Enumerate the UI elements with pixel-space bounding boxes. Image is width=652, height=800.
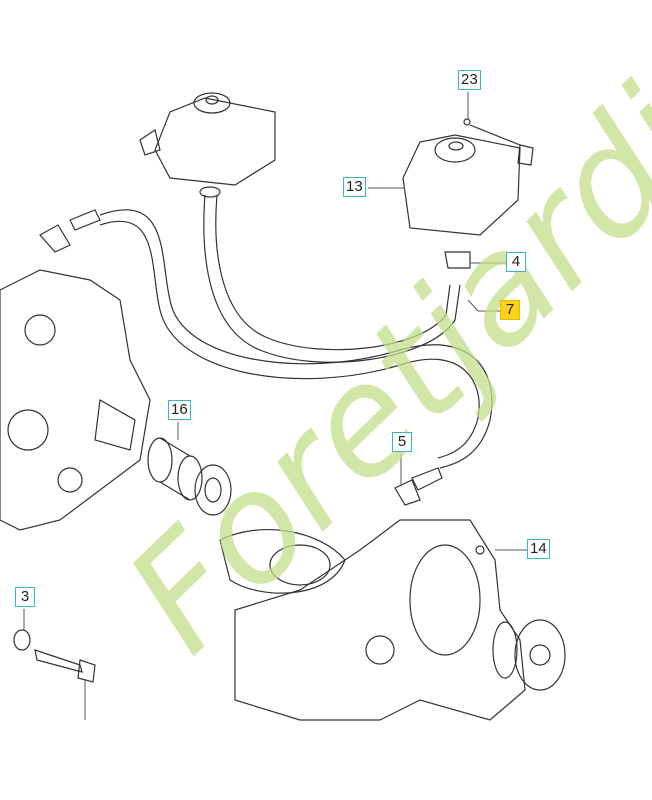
callout-3[interactable]: 3 <box>15 587 35 607</box>
elbow-fitting-left <box>39 209 101 253</box>
filter-16 <box>147 437 232 516</box>
callout-4[interactable]: 4 <box>506 252 526 272</box>
callout-16[interactable]: 16 <box>168 400 191 420</box>
callout-13[interactable]: 13 <box>343 177 366 197</box>
elbow-fitting-5 <box>394 467 443 506</box>
transmission-14 <box>219 519 566 721</box>
callout-23[interactable]: 23 <box>458 70 481 90</box>
leader-lines <box>23 92 527 720</box>
reservoir-tank-13 <box>402 118 534 269</box>
transmission-left <box>0 269 151 531</box>
reservoir-tank-left <box>139 92 276 198</box>
callout-14[interactable]: 14 <box>527 539 550 559</box>
callout-7[interactable]: 7 <box>500 300 520 320</box>
hose-7 <box>99 194 493 469</box>
callout-5[interactable]: 5 <box>392 432 412 452</box>
bolt-3 <box>13 629 96 683</box>
